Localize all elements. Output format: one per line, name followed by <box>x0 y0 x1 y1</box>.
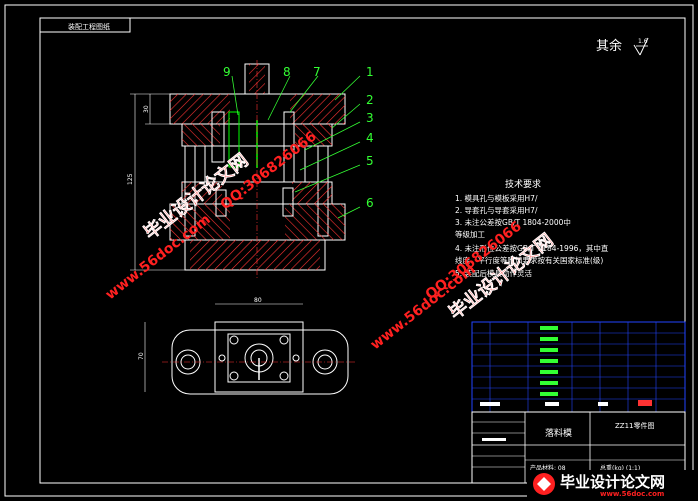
title-block-code: ZZ11零件图 <box>615 421 655 430</box>
plan-view <box>144 303 355 395</box>
tech-line-1: 1. 模具孔与模板采用H7/ <box>455 193 538 203</box>
inner-frame <box>39 17 686 484</box>
footer-banner <box>527 470 695 498</box>
dimension-side-small: 30 <box>143 105 150 113</box>
part-label-5: 5 <box>366 154 374 168</box>
part-label-8: 8 <box>283 65 291 79</box>
parts-list-table <box>471 321 686 413</box>
top-tab-box <box>39 17 131 33</box>
footer-banner-text: 毕业设计论文网 <box>560 473 665 491</box>
front-section-view <box>169 60 346 280</box>
tech-requirements-title: 技术要求 <box>505 178 541 190</box>
part-label-4: 4 <box>366 131 374 145</box>
roughness-value: 1.6 <box>638 38 648 45</box>
outer-frame <box>4 4 694 497</box>
title-block-misc: 总重(kg) (1:1) <box>600 464 640 472</box>
part-label-3: 3 <box>366 111 374 125</box>
dimension-width-top: 80 <box>254 297 262 304</box>
roughness-symbol <box>633 37 649 56</box>
tech-line-5: 4. 未注形位公差按GB/T 1184-1996，其中直 <box>455 243 609 253</box>
part-label-7: 7 <box>313 65 321 79</box>
tech-line-4: 等级加工 <box>455 229 485 239</box>
tech-line-2: 2. 导套孔与导套采用H7/ <box>455 205 538 215</box>
title-block-material: 产品材料: 08 <box>530 464 566 472</box>
part-leaders <box>231 75 361 219</box>
part-label-2: 2 <box>366 93 374 107</box>
tech-line-3: 3. 未注公差按GB/T 1804-2000中 <box>455 217 571 227</box>
part-label-1: 1 <box>366 65 374 79</box>
tech-line-6: 线度、平行度等附加要求按有关国家标准(级) <box>455 255 603 265</box>
left-dimensions <box>130 93 185 271</box>
top-tab-label: 装配工程图纸 <box>68 22 110 31</box>
dimension-height-left: 70 <box>138 352 145 360</box>
dimension-height-main: 125 <box>127 173 134 185</box>
roughness-text: 其余 <box>596 38 622 54</box>
part-label-9: 9 <box>223 65 231 79</box>
title-block-name: 落料模 <box>545 427 572 439</box>
tech-line-7: 5. 装配后模具动作灵活 <box>455 268 533 278</box>
footer-banner-url: www.56doc.com <box>600 490 664 498</box>
part-label-6: 6 <box>366 196 374 210</box>
